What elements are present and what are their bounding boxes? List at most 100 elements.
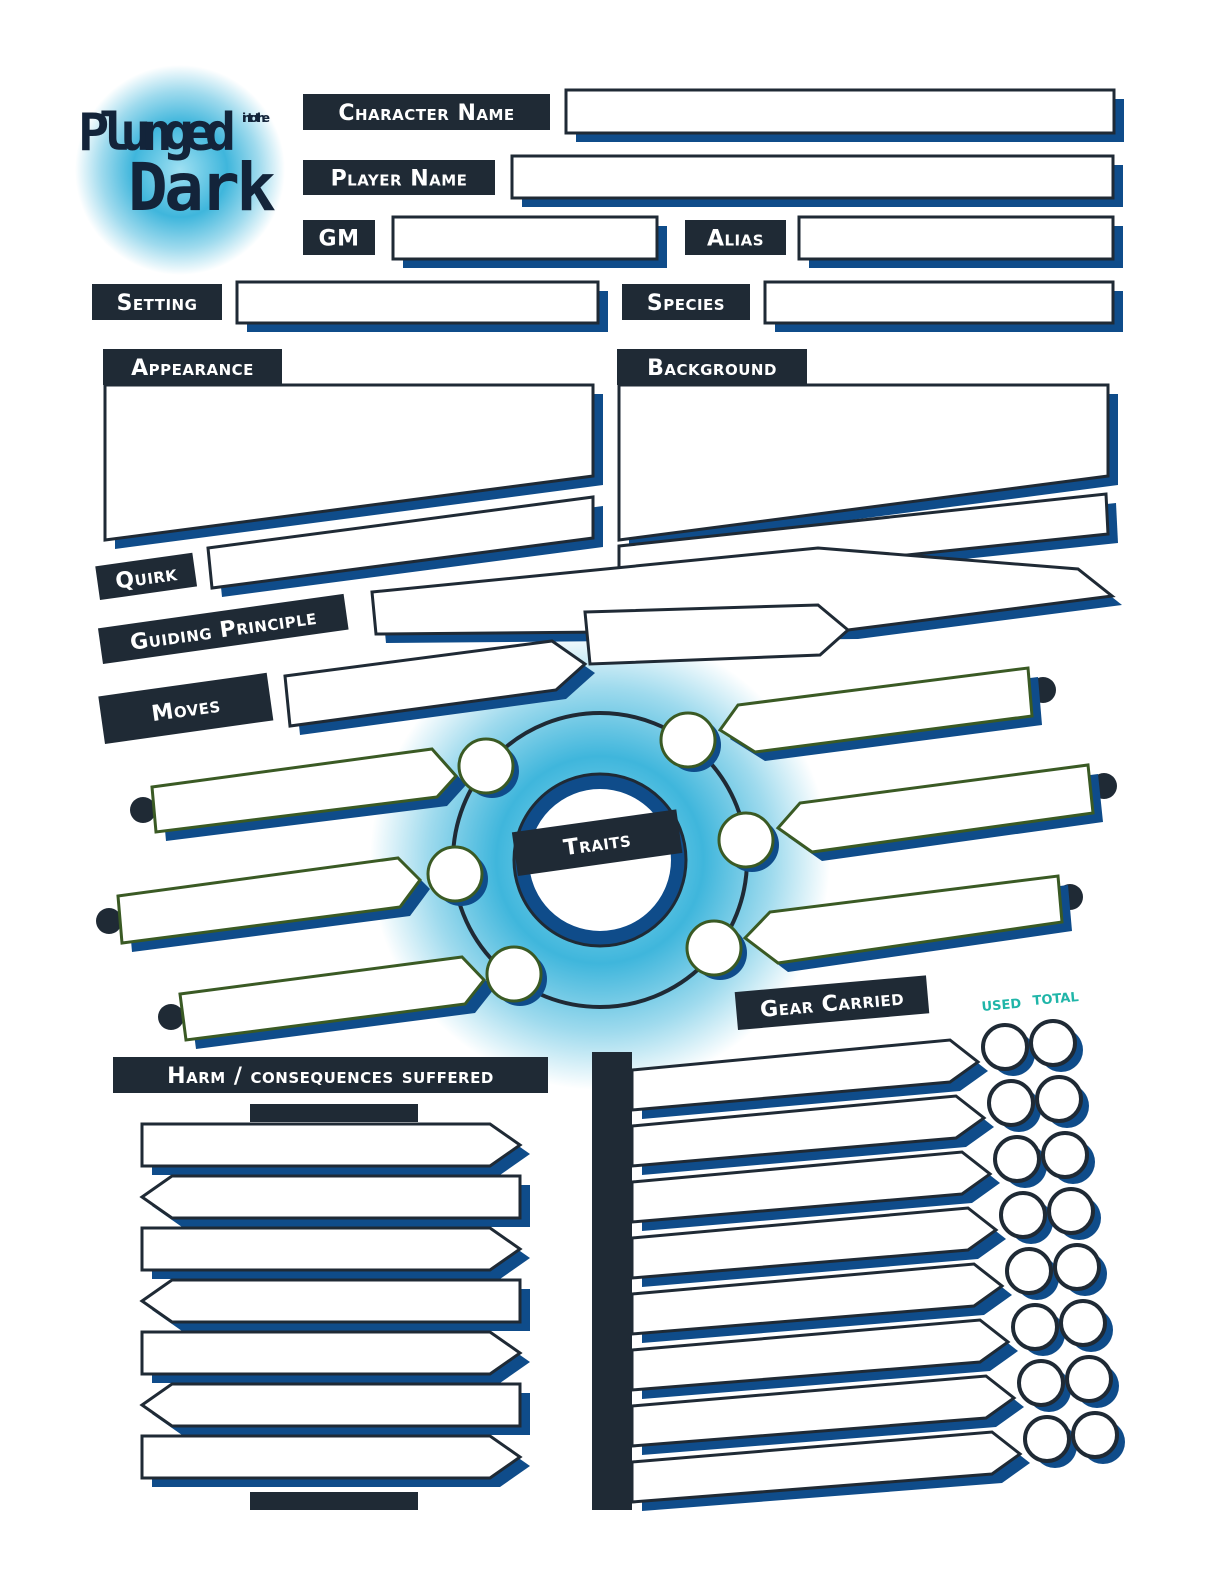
trait-handle-dot	[158, 1004, 184, 1030]
logo-line1: Plunged	[78, 103, 236, 163]
appearance-label-text: Appearance	[131, 356, 254, 381]
gear-item-field[interactable]	[630, 1150, 993, 1224]
gear-used-circle[interactable]	[1017, 1359, 1065, 1407]
trait-slot	[158, 945, 547, 1049]
gear-total-circle[interactable]	[1047, 1187, 1095, 1235]
trait-slot	[717, 763, 1117, 872]
gear-bar	[592, 1052, 632, 1510]
gear-total-circle[interactable]	[1065, 1355, 1113, 1403]
harm-field[interactable]	[140, 1226, 523, 1272]
player-name-field[interactable]	[510, 154, 1115, 200]
harm-bottom-bar	[250, 1492, 418, 1510]
gear-item-field[interactable]	[630, 1318, 1011, 1392]
gm-label: GM	[303, 220, 375, 255]
setting-field[interactable]	[235, 280, 600, 325]
gear-item-field[interactable]	[630, 1430, 1023, 1504]
trait-rating-circle[interactable]	[717, 811, 775, 869]
gear-total-circle[interactable]	[1035, 1075, 1083, 1123]
gear-item-field[interactable]	[630, 1038, 981, 1112]
guiding-principle-arrow[interactable]	[583, 603, 851, 666]
player-name-label-text: Player Name	[331, 167, 468, 192]
background-label-bg	[617, 349, 807, 385]
alias-label-bg	[685, 220, 786, 255]
traits-label: Traits	[511, 809, 683, 877]
player-name-label: Player Name	[303, 160, 495, 195]
harm-label-text: Harm / consequences suffered	[167, 1064, 494, 1089]
harm-field[interactable]	[139, 1382, 522, 1428]
alias-field[interactable]	[797, 215, 1115, 261]
gear-row	[630, 1355, 1119, 1455]
trait-handle-dot	[96, 908, 122, 934]
gear-row	[630, 1019, 1083, 1119]
trait-slot	[130, 737, 519, 841]
quirk-label-bg	[95, 552, 198, 600]
gear-total-circle[interactable]	[1059, 1299, 1107, 1347]
trait-rating-circle[interactable]	[659, 711, 717, 769]
species-field[interactable]	[763, 280, 1115, 325]
logo-glow	[75, 65, 285, 275]
harm-field[interactable]	[139, 1278, 522, 1324]
character-name-label-bg	[303, 94, 550, 130]
trait-field[interactable]	[116, 856, 422, 945]
gm-field[interactable]	[391, 215, 659, 261]
species-label-bg	[622, 284, 750, 320]
gm-label-bg	[303, 220, 375, 255]
trait-field[interactable]	[150, 747, 459, 834]
trait-rating-circle[interactable]	[426, 845, 484, 903]
harm-field[interactable]	[140, 1122, 523, 1168]
appearance-label-bg	[103, 349, 282, 385]
gear-item-field[interactable]	[630, 1374, 1017, 1448]
trait-field[interactable]	[178, 955, 486, 1042]
gear-used-circle[interactable]	[1011, 1303, 1059, 1351]
moves-label: Moves	[98, 672, 274, 745]
gear-row	[630, 1075, 1089, 1175]
gear-total-circle[interactable]	[1071, 1411, 1119, 1459]
total-header: TOTAL	[1032, 990, 1079, 1009]
quirk-field[interactable]	[206, 495, 595, 590]
harm-label: Harm / consequences suffered	[113, 1057, 548, 1093]
gear-row	[630, 1131, 1095, 1231]
gear-total-circle[interactable]	[1029, 1019, 1077, 1067]
trait-slot	[659, 666, 1056, 772]
gear-used-circle[interactable]	[1023, 1415, 1071, 1463]
gear-total-circle[interactable]	[1053, 1243, 1101, 1291]
setting-label-text: Setting	[117, 291, 198, 316]
gear-total-circle[interactable]	[1041, 1131, 1089, 1179]
gear-item-field[interactable]	[630, 1262, 1005, 1336]
gear-used-circle[interactable]	[993, 1135, 1041, 1183]
trait-field[interactable]	[775, 763, 1095, 854]
gear-used-circle[interactable]	[987, 1079, 1035, 1127]
trait-handle-dot	[130, 797, 156, 823]
harm-field[interactable]	[140, 1434, 523, 1480]
gear-carried-label: Gear Carried	[734, 975, 930, 1030]
trait-field[interactable]	[717, 666, 1034, 754]
quirk-label: Quirk	[95, 552, 198, 600]
harm-field[interactable]	[139, 1174, 522, 1220]
setting-label-bg	[92, 284, 222, 320]
gm-label-text: GM	[319, 227, 360, 252]
trait-rating-circle[interactable]	[457, 737, 515, 795]
logo-line3: Dark	[128, 149, 276, 226]
guiding-principle-label: Guiding Principle	[97, 593, 349, 664]
background-field[interactable]	[617, 383, 1110, 542]
harm-top-bar	[250, 1104, 418, 1122]
appearance-field[interactable]	[103, 383, 595, 542]
trait-rating-circle[interactable]	[485, 945, 543, 1003]
gear-used-circle[interactable]	[999, 1191, 1047, 1239]
trait-rating-circle[interactable]	[685, 919, 743, 977]
logo: Plunged into the Dark	[75, 65, 285, 275]
guiding-principle-field[interactable]	[370, 546, 1116, 636]
character-name-label: Character Name	[303, 94, 550, 130]
harm-field[interactable]	[140, 1330, 523, 1376]
moves-field[interactable]	[283, 639, 588, 728]
moves-label-bg	[98, 672, 274, 745]
traits-inner-outline	[512, 772, 688, 948]
character-name-field[interactable]	[564, 88, 1116, 135]
character-name-label-text: Character Name	[338, 101, 514, 126]
gear-item-field[interactable]	[630, 1094, 987, 1168]
gear-used-circle[interactable]	[981, 1023, 1029, 1071]
gear-used-circle[interactable]	[1005, 1247, 1053, 1295]
gear-item-field[interactable]	[630, 1206, 999, 1280]
player-name-label-bg	[303, 160, 495, 195]
trait-field[interactable]	[742, 874, 1064, 965]
